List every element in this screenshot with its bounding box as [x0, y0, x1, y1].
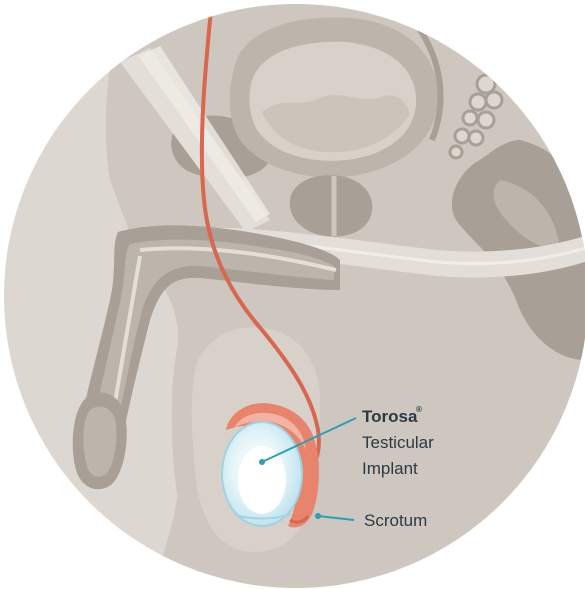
implant-label-brand: Torosa [362, 407, 418, 426]
testicular-implant-core [238, 446, 286, 514]
scrotum-label: Scrotum [364, 511, 427, 530]
scrotum-pointer-dot [315, 513, 321, 519]
implant-label-line2: Testicular [362, 433, 434, 452]
implant-label-line3: Implant [362, 459, 418, 478]
registered-mark: ® [416, 405, 422, 414]
